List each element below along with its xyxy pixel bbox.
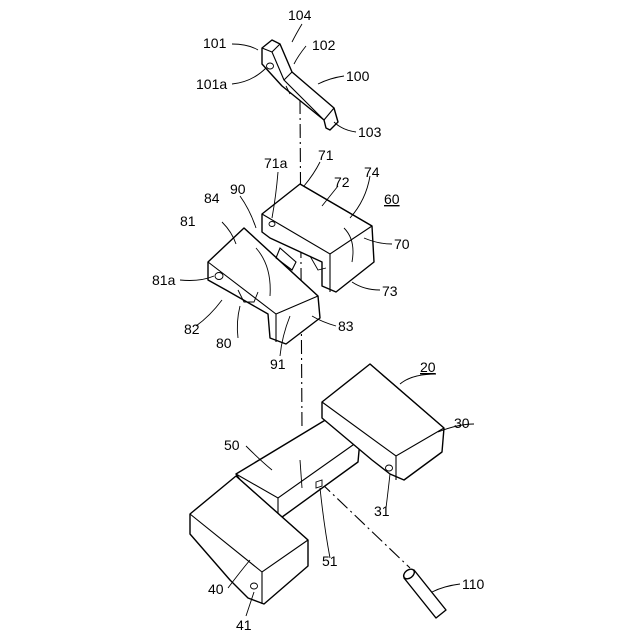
label-81: 81 [180,213,196,229]
label-41: 41 [236,617,252,633]
label-40: 40 [208,581,224,597]
label-80: 80 [216,335,232,351]
label-50: 50 [224,437,240,453]
label-83: 83 [338,318,354,334]
label-110: 110 [462,576,485,592]
label-72: 72 [334,174,350,190]
label-102: 102 [312,37,336,53]
label-73: 73 [382,283,398,299]
label-70: 70 [394,236,410,252]
label-74: 74 [364,164,380,180]
label-20: 20 [420,359,436,375]
label-101: 101 [203,35,227,51]
pin-110 [402,567,446,618]
label-60: 60 [384,191,400,207]
label-100: 100 [346,68,370,84]
label-71: 71 [318,147,334,163]
label-82: 82 [184,321,200,337]
label-31: 31 [374,503,390,519]
label-71a: 71a [264,155,288,171]
label-104: 104 [288,7,312,23]
label-84: 84 [204,190,220,206]
label-103: 103 [358,124,382,140]
label-81a: 81a [152,272,176,288]
label-91: 91 [270,356,286,372]
label-30: 30 [454,415,470,431]
assembly-axis-line [300,100,302,430]
label-90: 90 [230,181,246,197]
label-51: 51 [322,553,338,569]
part-20-case [190,364,444,604]
label-101a: 101a [196,76,227,92]
